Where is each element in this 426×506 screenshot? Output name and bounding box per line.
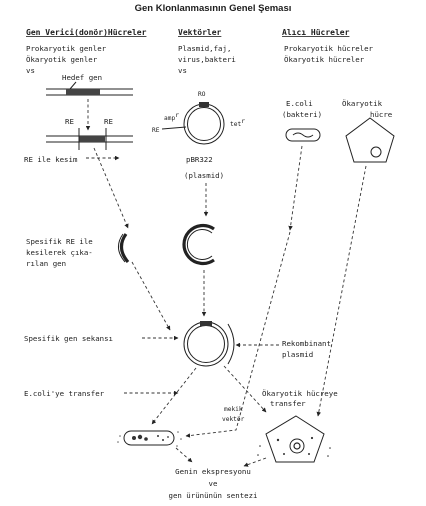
- result-line-3: gen ürününün sentezi: [169, 491, 258, 500]
- ecoli-label-2: (bakteri): [282, 110, 322, 119]
- ecoli-product-dots: [117, 431, 182, 447]
- recombinant-to-ecoli-arrow: [151, 367, 197, 425]
- opened-plasmid-inner: [186, 229, 213, 260]
- recombinant-plasmid: [183, 321, 229, 367]
- ecoli-transfer-label: E.coli'ye transfer: [24, 389, 105, 398]
- recombinant-plasmid-inner: [187, 325, 225, 363]
- opened-plasmid: [182, 223, 215, 266]
- donor-dna-cut: [46, 128, 133, 150]
- recombinant-label-2: plasmid: [282, 350, 313, 359]
- vector-line-2: virus,bakteri: [178, 55, 236, 64]
- donor-to-fragment-arrow: [93, 147, 129, 229]
- plasmid-inner: [187, 107, 221, 141]
- euk-down-arrow: [316, 165, 367, 417]
- plasmid-pbr322: [183, 103, 225, 145]
- ecoli-to-expression-arrow: [175, 447, 193, 463]
- donor-header: Gen Verici(donör)Hücreler: [26, 27, 147, 37]
- gene-sequence-label: Spesifik gen sekansı: [24, 334, 113, 343]
- plasmid-amp-label: ampr: [164, 112, 179, 122]
- ecoli-dna: [292, 132, 314, 138]
- removed-gene-line-2: kesilerek çıka-: [26, 248, 93, 257]
- donor-line-2: Ökaryotik genler: [26, 55, 98, 64]
- donor-line-3: vs: [26, 66, 35, 75]
- transformed-euk-nucleus: [289, 438, 305, 454]
- re-cut-label: RE ile kesim: [24, 155, 78, 164]
- plasmid-tet-label: tetr: [230, 118, 245, 128]
- shuttle-vector-label-2: vektör: [222, 416, 245, 423]
- ecoli-to-result-arrow: [185, 231, 291, 438]
- recipient-line-2: Ökaryotik hücreler: [284, 55, 365, 64]
- vector-line-3: vs: [178, 66, 187, 75]
- euk-transfer-label-2: transfer: [270, 399, 306, 408]
- plasmid-caption: (plasmid): [184, 171, 224, 180]
- recipient-header: Alıcı Hücreler: [282, 28, 350, 37]
- re-right-label: RE: [104, 117, 113, 126]
- vector-line-1: Plasmid,faj,: [178, 44, 231, 53]
- donor-dna-top: [46, 88, 133, 96]
- plasmid-name: pBR322: [186, 155, 213, 164]
- removed-gene-line-3: rılan gen: [26, 259, 66, 268]
- recombinant-label-1: Rekombinant: [282, 339, 331, 348]
- recombinant-to-euk-arrow: [223, 365, 267, 413]
- fragment-to-gene-arrow: [131, 261, 171, 331]
- euk-product-dots: [257, 436, 331, 457]
- euk-cell: [345, 117, 395, 163]
- recombinant-bracket: [227, 323, 235, 365]
- gene-fragment: [119, 233, 130, 264]
- plasmid-ori-label: RO: [198, 91, 206, 98]
- result-line-1: Genin ekspresyonu: [175, 467, 251, 476]
- euk-transfer-label-1: Ökaryotik hücreye: [262, 389, 338, 398]
- diagram-title: Gen Klonlanmasının Genel Şeması: [135, 3, 292, 14]
- donor-line-1: Prokaryotik genler: [26, 44, 107, 53]
- euk-cell-label-2: hücre: [370, 110, 393, 119]
- gene-fragment-inner: [118, 233, 126, 263]
- ecoli-cell: [285, 128, 321, 142]
- recombinant-gene-block: [200, 321, 212, 326]
- plasmid-re-pointer: [161, 126, 187, 130]
- euk-cell-label-1: Ökaryotik: [342, 99, 383, 108]
- transformed-ecoli-content: [132, 434, 169, 441]
- ecoli-down-arrow: [288, 145, 303, 231]
- target-gene-pointer: [69, 81, 77, 90]
- result-line-2: ve: [209, 479, 218, 488]
- shuttle-vector-label-1: mekik: [224, 406, 243, 413]
- transformed-ecoli: [123, 430, 175, 446]
- recipient-line-1: Prokaryotik hücreler: [284, 44, 374, 53]
- euk-cell-nucleus: [370, 146, 382, 158]
- transformed-euk-cell: [265, 415, 325, 463]
- re-left-label: RE: [65, 117, 74, 126]
- removed-gene-line-1: Spesifik RE ile: [26, 237, 93, 246]
- ecoli-label-1: E.coli: [286, 99, 313, 108]
- euk-to-expression-arrow: [243, 457, 267, 467]
- plasmid-re-label: RE: [152, 127, 160, 134]
- plasmid-ori-block: [199, 102, 209, 107]
- target-gene-label: Hedef gen: [62, 73, 102, 82]
- vector-header: Vektörler: [178, 28, 222, 37]
- transformed-euk-plasmid: [293, 442, 301, 450]
